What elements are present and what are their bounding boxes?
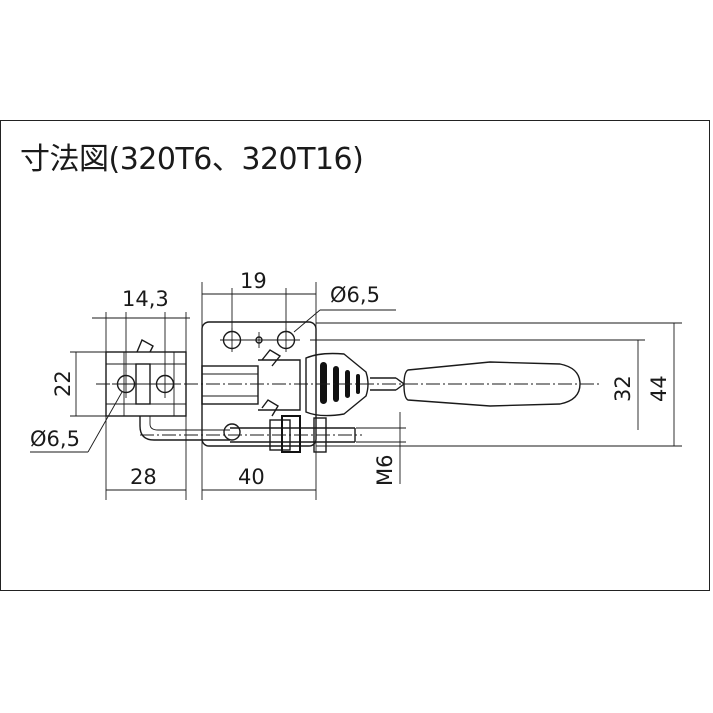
- body-dimensions: 19 Ø6,5 40 M6: [201, 269, 406, 500]
- hook-dimensions: 14,3 22 Ø6,5 28: [30, 287, 190, 500]
- dim-thread: M6: [373, 455, 397, 486]
- dim-base-hole: Ø6,5: [330, 283, 380, 307]
- dim-base-width: 40: [238, 465, 265, 489]
- dim-hook-height: 22: [51, 370, 75, 397]
- dim-base-pitch: 19: [240, 269, 267, 293]
- dim-hook-width: 28: [130, 465, 157, 489]
- hook-plate: [105, 339, 230, 441]
- height-dimensions: 32 44: [310, 322, 682, 447]
- drawing-frame: [0, 120, 710, 591]
- drawing-title: 寸法図(320T6、320T16): [20, 142, 364, 177]
- dim-overall-height: 44: [647, 375, 671, 402]
- dim-hook-pitch: 14,3: [122, 287, 169, 311]
- dim-handle-height: 32: [611, 375, 635, 402]
- dim-hook-hole: Ø6,5: [30, 427, 80, 451]
- clamp-body: [96, 321, 600, 453]
